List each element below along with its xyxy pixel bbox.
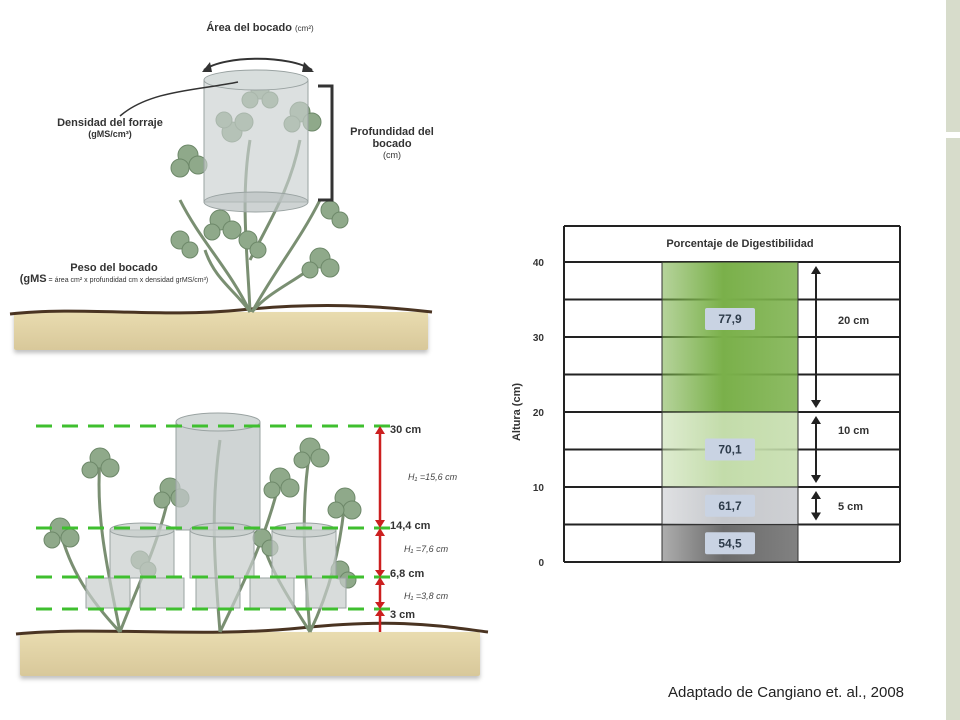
layer-value-label: 54,5 xyxy=(718,536,742,550)
top-soil-base xyxy=(14,312,428,350)
height-bracket-label: 20 cm xyxy=(838,315,869,327)
bite-depth-h1-lower: H₁ =3,8 cm xyxy=(404,591,449,601)
height-label-3: 3 cm xyxy=(390,609,416,621)
forage-density-label: Densidad del forraje (gMS/cm³) xyxy=(20,117,200,139)
layer-value-box xyxy=(705,532,755,555)
forage-density-text: Densidad del forraje xyxy=(57,117,163,129)
height-label-14-4: 14,4 cm xyxy=(390,520,431,532)
bottom-plants-illustration xyxy=(15,412,489,636)
sidebar-notch xyxy=(946,132,960,138)
height-bracket-arrow-down xyxy=(811,400,821,408)
layer-value-label: 70,1 xyxy=(718,443,742,457)
layer-value-box xyxy=(705,308,755,330)
digestibility-chart: 54,5 61,7 70,1 77,9 Porcentaje de Digestibil… xyxy=(500,220,920,580)
height-bracket-arrow-up xyxy=(811,491,821,499)
right-sidebar-strip xyxy=(946,0,960,720)
y-tick-label: 40 xyxy=(533,258,545,269)
top-plant-illustration xyxy=(9,57,433,316)
y-tick-label: 30 xyxy=(533,333,545,344)
bite-depth-text: Profundidad del bocado xyxy=(350,126,434,150)
bite-weight-text: Peso del bocado xyxy=(70,262,158,274)
bite-weight-formula: (gMS = área cm² x profundidad cm x densi… xyxy=(8,274,220,286)
bite-weight-label: Peso del bocado (gMS = área cm² x profun… xyxy=(8,262,220,286)
source-credit: Adaptado de Cangiano et. al., 2008 xyxy=(668,684,905,701)
bite-depth-h1-middle: H₁ =7,6 cm xyxy=(404,544,449,554)
bite-area-text: Área del bocado xyxy=(206,22,292,34)
layer-value-box xyxy=(705,438,755,461)
height-label-30: 30 cm xyxy=(390,424,422,436)
bite-weight-formula-main: (gMS xyxy=(19,273,47,285)
top-diagram: Área del bocado (cm²) Densidad del forra… xyxy=(0,0,460,360)
height-bracket-label: 10 cm xyxy=(838,425,869,437)
height-label-6-8: 6,8 cm xyxy=(390,568,425,580)
y-tick-label: 0 xyxy=(538,558,544,569)
height-bracket-arrow-down xyxy=(811,475,821,483)
chart-title: Porcentaje de Digestibilidad xyxy=(666,238,813,250)
bite-depth-unit: (cm) xyxy=(383,150,401,160)
bite-area-label: Área del bocado (cm²) xyxy=(170,22,350,34)
digestibility-chart-svg: 54,5 61,7 70,1 77,9 Porcentaje de Digestibil… xyxy=(511,225,901,569)
bottom-diagram: 30 cm H₁ =15,6 cm 14,4 cm H₁ =7,6 cm 6,8… xyxy=(0,400,500,690)
y-tick-label: 20 xyxy=(533,408,545,419)
layer-value-label: 61,7 xyxy=(718,499,742,513)
y-axis-label: Altura (cm) xyxy=(511,383,523,441)
height-bracket-arrow-down xyxy=(811,512,821,521)
forage-density-unit: (gMS/cm³) xyxy=(88,129,132,139)
bite-depth-label: Profundidad del bocado (cm) xyxy=(338,126,446,160)
height-bracket-label: 5 cm xyxy=(838,501,863,513)
layer-value-box xyxy=(705,494,755,517)
height-bracket-arrow-up xyxy=(811,266,821,274)
bite-area-unit: (cm²) xyxy=(294,24,314,33)
bite-weight-formula-rest: = área cm² x profundidad cm x densidad g… xyxy=(46,277,209,284)
y-tick-label: 10 xyxy=(533,483,545,494)
height-bracket-arrow-up xyxy=(811,416,821,424)
digestibility-layer-bar xyxy=(661,261,799,413)
bottom-soil-base xyxy=(20,632,480,676)
layer-value-label: 77,9 xyxy=(718,312,742,326)
bite-depth-h1-upper: H₁ =15,6 cm xyxy=(408,472,458,482)
